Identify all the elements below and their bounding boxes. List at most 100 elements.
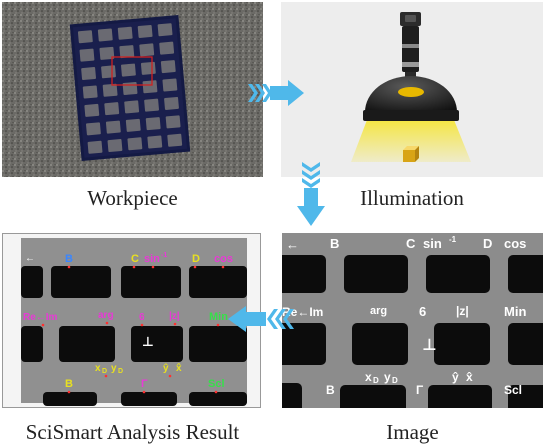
caption-workpiece: Workpiece	[87, 186, 178, 210]
img-label-yd: y	[384, 370, 391, 384]
img-label-yhat: ŷ	[452, 370, 459, 384]
analysis-result-image: ← B C sin -1 D cos Re←Im arg 6 |z| Min ⊥…	[2, 233, 261, 408]
res-label-scl: Scl	[208, 378, 225, 390]
workpiece-cube-icon	[403, 146, 419, 162]
res-label-sin-exp: -1	[161, 252, 167, 259]
res-label-re-im: Re←Im	[23, 312, 58, 323]
res-label-arrow: ←	[25, 253, 35, 264]
image-key	[508, 385, 543, 408]
workpiece-key-cell	[97, 28, 113, 42]
light-beam	[351, 120, 471, 162]
workpiece-photo	[2, 2, 263, 177]
workpiece-key-cell	[87, 140, 103, 154]
res-label-xhat: x̂	[176, 363, 182, 374]
workpiece-keypad	[69, 15, 191, 161]
workpiece-key-cell	[84, 103, 100, 117]
captured-image: ← B C sin -1 D cos Re←Im arg 6 |z| Min ⊥…	[282, 233, 543, 408]
res-label-gamma: Γ	[141, 378, 148, 390]
workpiece-key-cell	[117, 26, 133, 40]
res-label-cos: cos	[214, 253, 233, 265]
dome-light-icon	[363, 76, 459, 121]
res-label-arg: arg	[98, 310, 114, 321]
workpiece-key-cell	[137, 24, 153, 38]
workpiece-key-cell	[122, 81, 138, 96]
workpiece-key-cell	[160, 60, 176, 74]
img-label-scl: Scl	[504, 383, 522, 397]
res-label-xd: x	[95, 363, 101, 374]
img-label-d: D	[483, 236, 492, 251]
res-label-d: D	[192, 253, 200, 265]
result-key	[51, 266, 111, 298]
workpiece-key-cell	[157, 23, 173, 37]
workpiece-key-cell	[81, 67, 96, 81]
image-key	[282, 323, 326, 365]
workpiece-key-cell	[101, 65, 116, 79]
workpiece-key-cell	[86, 122, 101, 136]
res-label-sin: sin	[144, 253, 160, 265]
workpiece-key-cell	[121, 63, 136, 77]
img-label-xd-sub: D	[373, 376, 379, 385]
res-label-b: B	[65, 253, 73, 265]
result-key	[189, 326, 247, 362]
workpiece-key-cell	[159, 41, 175, 55]
img-label-min: Min	[504, 304, 526, 319]
img-label-b: B	[330, 236, 339, 251]
arrow-image-to-result	[228, 306, 294, 332]
result-key	[21, 266, 43, 298]
caption-result: SciSmart Analysis Result	[25, 420, 240, 444]
res-label-yd: y	[111, 363, 117, 374]
image-key	[428, 385, 492, 408]
workpiece-key-cell	[82, 85, 98, 99]
res-label-abs: |z|	[169, 311, 180, 322]
image-key	[508, 255, 543, 293]
img-label-re-im: Re←Im	[282, 305, 323, 319]
img-label-xd: x	[365, 370, 372, 384]
image-key	[352, 323, 408, 365]
workpiece-key-cell	[167, 133, 183, 147]
image-key	[426, 255, 490, 293]
arrow-illumination-to-image	[297, 162, 325, 226]
workpiece-key-cell	[147, 135, 163, 149]
image-key	[344, 255, 408, 293]
image-key	[508, 323, 543, 365]
res-label-c: C	[131, 253, 139, 265]
img-label-six: 6	[419, 304, 426, 319]
image-key	[282, 255, 326, 293]
img-label-sin-exp: -1	[449, 235, 457, 244]
workpiece-key-cell	[79, 48, 95, 62]
workpiece-key-cell	[125, 118, 141, 132]
workpiece-key-cell	[127, 137, 143, 151]
img-label-cos: cos	[504, 236, 526, 251]
img-label-xhat: x̂	[466, 370, 473, 384]
image-key	[340, 385, 406, 408]
img-label-arg: arg	[370, 305, 387, 317]
img-label-perp: ⊥	[422, 337, 437, 354]
illumination-illustration	[281, 2, 543, 177]
res-label-perp: ⊥	[142, 334, 154, 349]
res-label-yd-sub: D	[118, 368, 123, 375]
img-label-c: C	[406, 236, 416, 251]
img-label-sin: sin	[423, 236, 442, 251]
workpiece-key-cell	[102, 83, 118, 97]
caption-image: Image	[386, 420, 439, 444]
workpiece-key-cell	[165, 115, 181, 129]
arrow-workpiece-to-illumination	[248, 80, 304, 106]
result-key	[121, 392, 177, 406]
roi-box	[111, 56, 153, 86]
res-label-yhat: ŷ	[163, 363, 169, 374]
img-label-gamma: Γ	[416, 383, 424, 397]
workpiece-key-cell	[105, 120, 121, 134]
workpiece-key-cell	[164, 96, 179, 110]
res-label-six: 6	[139, 312, 145, 323]
workpiece-key-cell	[144, 98, 159, 112]
res-label-xd-sub: D	[102, 368, 107, 375]
result-key	[131, 326, 183, 362]
workpiece-key-cell	[162, 78, 178, 92]
workpiece-key-cell	[124, 100, 140, 114]
workpiece-key-cell	[99, 46, 115, 60]
workpiece-key-cell	[139, 43, 155, 57]
img-label-yd-sub: D	[392, 376, 398, 385]
res-label-b2: B	[65, 378, 73, 390]
workpiece-key-cell	[77, 30, 93, 44]
res-label-min: Min	[209, 311, 228, 323]
